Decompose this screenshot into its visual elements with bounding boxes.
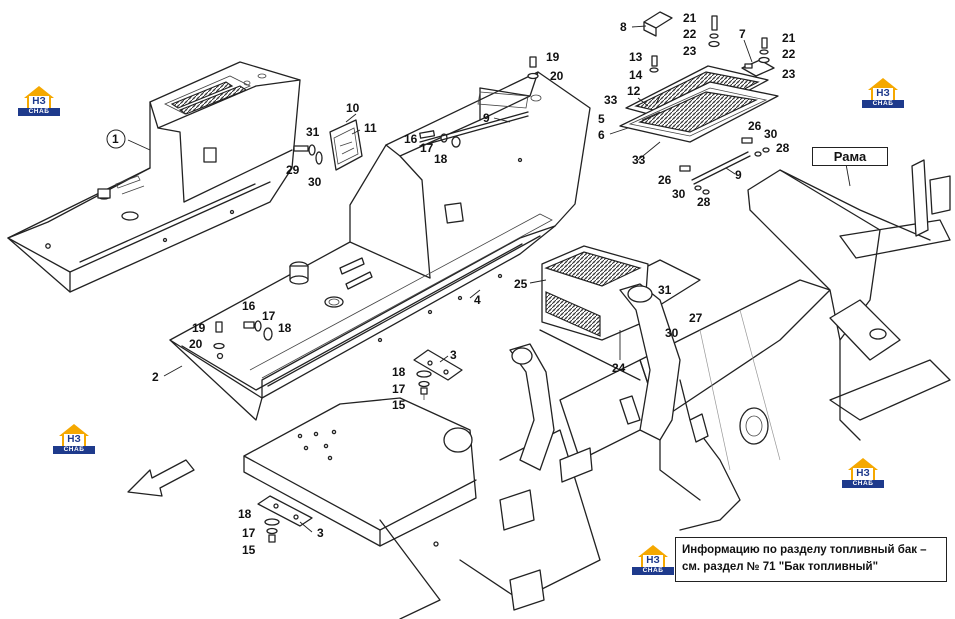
bolt-16-17-18-left <box>243 320 273 341</box>
bolt-19-20-top <box>527 56 539 80</box>
label-17-lower: 17 <box>242 526 256 540</box>
label-18-left: 18 <box>278 321 292 335</box>
label-27: 27 <box>689 311 703 325</box>
label-3-upper: 3 <box>450 348 457 362</box>
label-9-top: 9 <box>483 111 490 125</box>
logo-roof-icon <box>59 424 89 436</box>
label-15-lower: 15 <box>242 543 256 557</box>
bolt-29-30-31 <box>293 144 323 165</box>
brand-logo: НЗ СНАБ <box>53 424 95 454</box>
console-2 <box>169 71 591 421</box>
part-numbers: 1 2 3 3 4 5 6 7 8 9 9 10 11 12 13 14 15 … <box>106 11 796 557</box>
label-30-c: 30 <box>672 187 686 201</box>
label-14: 14 <box>629 68 643 82</box>
label-26-a: 26 <box>748 119 762 133</box>
info-note-line-2: см. раздел № 71 "Бак топливный" <box>682 561 879 573</box>
label-16-left: 16 <box>242 299 256 313</box>
bracket-7 <box>741 59 775 77</box>
label-10: 10 <box>346 101 360 115</box>
label-13: 13 <box>629 50 643 64</box>
brand-logo: НЗ СНАБ <box>632 545 674 575</box>
cover-plate-5-6 <box>619 65 779 143</box>
label-28-a: 28 <box>776 141 790 155</box>
label-33-a: 33 <box>604 93 618 107</box>
info-note: Информацию по разделу топливный бак – см… <box>675 537 947 582</box>
bolt-15-17-18-upper <box>416 370 432 400</box>
label-15-upper: 15 <box>392 398 406 412</box>
label-9-right: 9 <box>735 168 742 182</box>
label-30-b: 30 <box>764 127 778 141</box>
label-16-top: 16 <box>404 132 418 146</box>
label-21-a: 21 <box>683 11 697 25</box>
label-31-b: 31 <box>658 283 672 297</box>
cover-10-11 <box>329 119 363 171</box>
direction-arrow-icon <box>127 459 195 497</box>
label-33-b: 33 <box>632 153 646 167</box>
label-2: 2 <box>152 370 159 384</box>
leader-lines <box>127 25 851 533</box>
bracket-3-lower <box>257 495 313 527</box>
label-20-left: 20 <box>189 337 203 351</box>
logo-roof-icon <box>868 78 898 90</box>
label-8: 8 <box>620 20 627 34</box>
label-11: 11 <box>364 121 377 135</box>
label-28-b: 28 <box>697 195 711 209</box>
label-5: 5 <box>598 112 605 126</box>
label-23-b: 23 <box>782 67 796 81</box>
label-26-b: 26 <box>658 173 672 187</box>
label-22-b: 22 <box>782 47 796 61</box>
label-23-a: 23 <box>683 44 697 58</box>
rod-9-top <box>419 111 529 147</box>
label-19-left: 19 <box>192 321 206 335</box>
label-30-d: 30 <box>665 326 679 340</box>
logo-roof-icon <box>24 86 54 98</box>
rod-9-right <box>679 137 770 195</box>
bracket-8 <box>643 11 673 37</box>
label-1: 1 <box>112 132 119 146</box>
bolt-16-17-18-top <box>419 130 461 148</box>
label-24: 24 <box>612 361 626 375</box>
label-25: 25 <box>514 277 528 291</box>
label-18-upper: 18 <box>392 365 406 379</box>
label-3-lower: 3 <box>317 526 324 540</box>
label-20-top: 20 <box>550 69 564 83</box>
frame-label: Рама <box>812 147 888 166</box>
logo-roof-icon <box>638 545 668 557</box>
label-17-top: 17 <box>420 141 434 155</box>
label-18-top: 18 <box>434 152 448 166</box>
label-7: 7 <box>739 27 746 41</box>
console-1 <box>7 61 301 293</box>
label-18-lower: 18 <box>238 507 252 521</box>
bolt-19-20-left <box>213 321 225 350</box>
label-30-a: 30 <box>308 175 322 189</box>
bolts-21-22-23 <box>649 15 770 73</box>
label-17-upper: 17 <box>392 382 406 396</box>
label-12: 12 <box>627 84 641 98</box>
brand-logo: НЗ СНАБ <box>862 78 904 108</box>
logo-roof-icon <box>848 458 878 470</box>
label-4: 4 <box>474 293 481 307</box>
label-22-a: 22 <box>683 27 697 41</box>
label-29: 29 <box>286 163 300 177</box>
bolt-15-17-18-lower <box>264 518 280 543</box>
label-1-circle <box>106 129 126 149</box>
brand-logo: НЗ СНАБ <box>18 86 60 116</box>
label-6: 6 <box>598 128 605 142</box>
label-17-left: 17 <box>262 309 276 323</box>
label-31-a: 31 <box>306 125 320 139</box>
floor-plate <box>243 397 477 547</box>
bracket-3-upper <box>413 349 463 381</box>
bracket-24-25 <box>443 245 769 471</box>
info-note-line-1: Информацию по разделу топливный бак – <box>682 544 927 556</box>
label-19-top: 19 <box>546 50 560 64</box>
brand-logo: НЗ СНАБ <box>842 458 884 488</box>
label-21-b: 21 <box>782 31 796 45</box>
